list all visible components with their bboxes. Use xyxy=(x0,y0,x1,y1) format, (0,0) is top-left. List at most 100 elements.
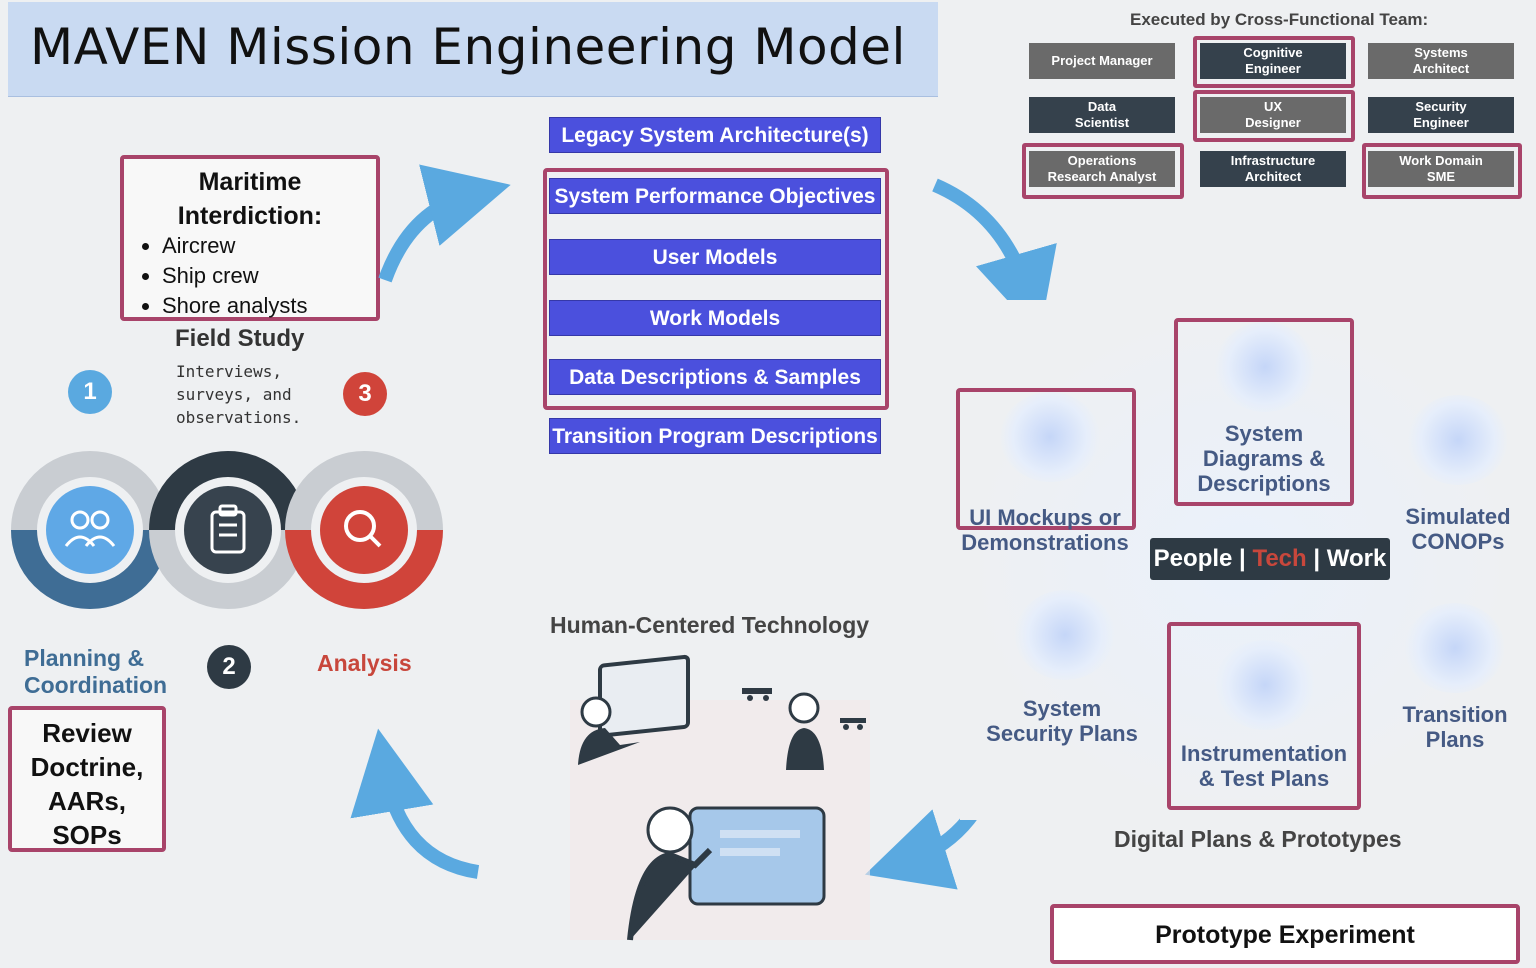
card-label-line: Plans xyxy=(1425,727,1485,752)
simulated-conops-label: Simulated CONOPs xyxy=(1395,504,1521,554)
clipboard-icon xyxy=(210,504,246,554)
planning-label: Planning & Coordination xyxy=(24,645,167,699)
role-label: Infrastructure xyxy=(1230,153,1316,168)
role-label: Security xyxy=(1415,99,1467,114)
review-line: Doctrine, xyxy=(30,752,144,782)
field-study-title: Field Study xyxy=(175,325,305,352)
digital-plans-caption: Digital Plans & Prototypes xyxy=(1114,826,1402,852)
analysis-node xyxy=(320,486,408,574)
ppw-people: People xyxy=(1153,545,1233,572)
card-label-line: CONOPs xyxy=(1411,529,1505,554)
role-label: Systems xyxy=(1414,45,1468,60)
artifact-performance-objectives: System Performance Objectives xyxy=(549,178,881,214)
card-label-line: Simulated xyxy=(1405,504,1511,529)
role-highlight xyxy=(1193,90,1355,142)
people-icon xyxy=(64,510,116,547)
artifact-data-descriptions: Data Descriptions & Samples xyxy=(549,359,881,395)
card-label-line: System xyxy=(1022,696,1102,721)
highlighted-artifacts-group xyxy=(543,168,889,410)
security-plans-label: System Security Plans xyxy=(980,696,1144,746)
review-line: Review xyxy=(42,718,132,748)
simulation-icon xyxy=(1408,395,1508,485)
role-label: Architect xyxy=(1412,61,1470,76)
transition-plans-label: Transition Plans xyxy=(1395,702,1515,752)
arrow-to-prototypes xyxy=(932,178,1057,336)
system-diagrams-label: System Diagrams & Descriptions xyxy=(1180,421,1348,496)
card-label-line: Diagrams & xyxy=(1202,446,1326,471)
step-3-badge: 3 xyxy=(343,372,387,416)
role-label: Architect xyxy=(1244,169,1302,184)
ppw-separator: | xyxy=(1232,545,1253,572)
maritime-list: Aircrew Ship crew Shore analysts xyxy=(138,231,308,321)
field-study-sub-line: surveys, and xyxy=(176,385,292,404)
coordination-node xyxy=(184,486,272,574)
role-label: Designer xyxy=(1245,115,1301,130)
ppw-work: Work xyxy=(1326,545,1387,572)
arrow-to-cycle xyxy=(350,728,480,879)
role-label: Work Domain xyxy=(1399,153,1483,168)
prototype-experiment-box: Prototype Experiment xyxy=(1050,904,1520,964)
ui-mockups-card xyxy=(956,388,1136,530)
maritime-header-line1: Maritime xyxy=(198,168,302,196)
maritime-header-line2: Interdiction: xyxy=(177,202,323,230)
role-label: Project Manager xyxy=(1051,53,1153,68)
planning-node xyxy=(46,486,134,574)
card-label-line: Security Plans xyxy=(986,721,1138,746)
maritime-interdiction-box: Maritime Interdiction: Aircrew Ship crew… xyxy=(120,155,380,321)
instrumentation-label: Instrumentation & Test Plans xyxy=(1170,741,1358,791)
review-doctrine-box: Review Doctrine, AARs, SOPs xyxy=(8,706,166,852)
role-label: Data xyxy=(1087,99,1117,114)
card-label-line: System xyxy=(1224,421,1304,446)
step-1-badge: 1 xyxy=(68,370,112,414)
role-label: Engineer xyxy=(1245,61,1301,76)
analysis-label: Analysis xyxy=(317,650,412,676)
instrumentation-icon xyxy=(1215,640,1315,730)
artifact-work-models: Work Models xyxy=(549,300,881,336)
card-label-line: Instrumentation xyxy=(1180,741,1348,766)
hct-title: Human-Centered Technology xyxy=(550,612,870,638)
field-study-subtitle: Interviews, surveys, and observations. xyxy=(176,360,326,429)
field-study-sub-line: observations. xyxy=(176,408,302,427)
hct-illustration xyxy=(570,654,870,941)
mockup-icon xyxy=(1000,392,1100,482)
ppw-tech: Tech xyxy=(1252,545,1307,572)
transition-icon xyxy=(1405,603,1505,693)
review-line: SOPs xyxy=(52,820,122,850)
card-label-line: Transition xyxy=(1402,702,1508,727)
cycle-diagram xyxy=(11,451,443,609)
role-highlight xyxy=(1193,36,1355,88)
list-item: Ship crew xyxy=(162,261,308,291)
people-tech-work-banner: People | Tech | Work xyxy=(1150,538,1390,580)
artifact-user-models: User Models xyxy=(549,239,881,275)
role-label: Operations xyxy=(1067,153,1137,168)
role-highlight xyxy=(1022,143,1184,199)
ui-mockups-label: UI Mockups or Demonstrations xyxy=(945,505,1145,555)
maritime-header: Maritime Interdiction: xyxy=(124,165,376,233)
role-label: Research Analyst xyxy=(1047,169,1157,184)
card-label-line: & Test Plans xyxy=(1198,766,1330,791)
role-label: Engineer xyxy=(1413,115,1469,130)
card-label-line: Demonstrations xyxy=(961,530,1129,555)
ppw-separator: | xyxy=(1306,545,1327,572)
system-diagrams-card xyxy=(1174,318,1354,506)
team-label: Executed by Cross-Functional Team: xyxy=(1130,10,1429,29)
role-label: SME xyxy=(1426,169,1456,184)
instrumentation-card xyxy=(1167,622,1361,810)
title-bar xyxy=(8,2,938,97)
role-label: UX xyxy=(1263,99,1283,114)
role-project-manager: Project Manager xyxy=(1029,43,1175,79)
magnifier-icon xyxy=(344,510,382,548)
artifact-legacy-architecture: Legacy System Architecture(s) xyxy=(549,117,881,153)
card-label-line: Descriptions xyxy=(1197,471,1331,496)
arrow-to-artifacts xyxy=(378,164,511,283)
review-line: AARs, xyxy=(47,786,126,816)
planning-label-line: Coordination xyxy=(24,672,168,698)
artifact-transition-programs: Transition Program Descriptions xyxy=(549,418,881,454)
